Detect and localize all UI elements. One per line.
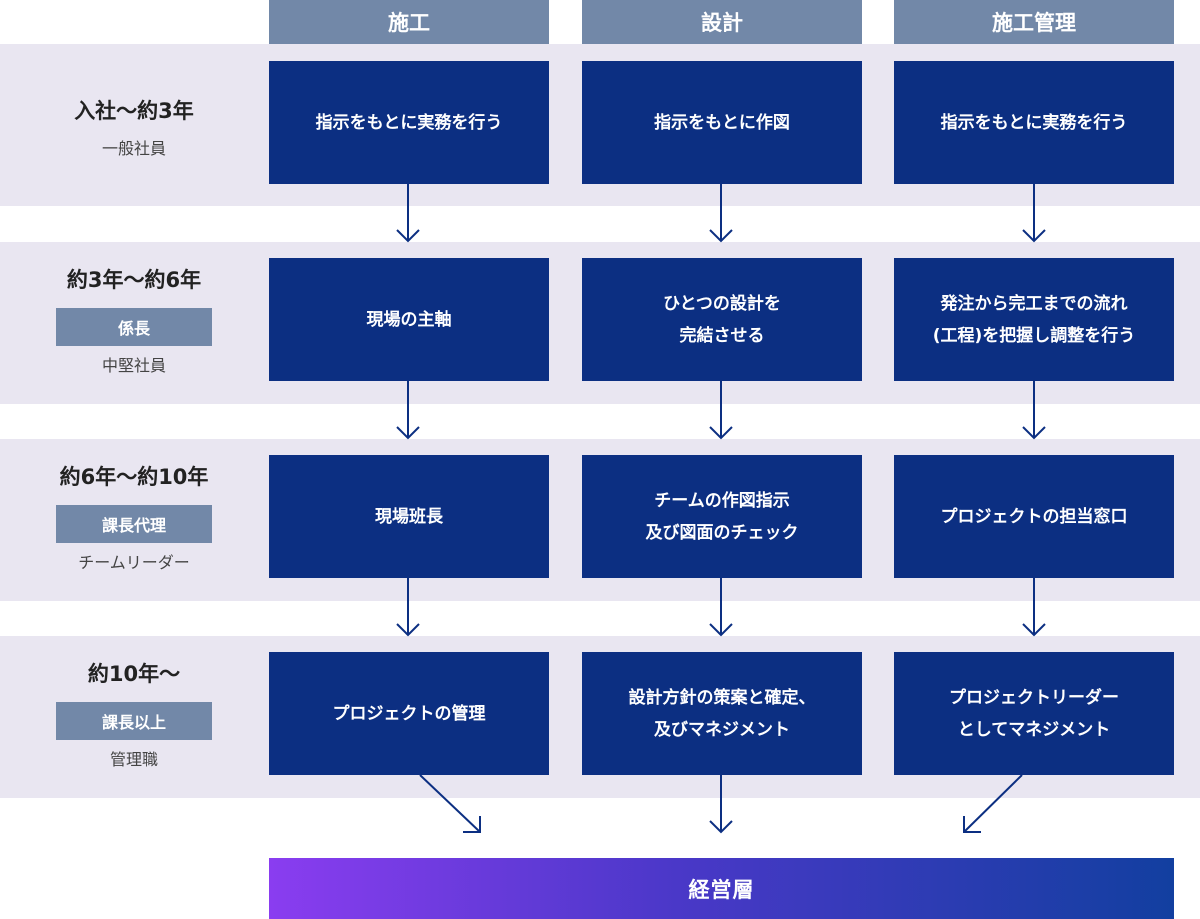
arrow-down-icon bbox=[396, 381, 420, 440]
career-box: 設計方針の策案と確定、 及びマネジメント bbox=[582, 652, 862, 775]
career-box: 指示をもとに作図 bbox=[582, 61, 862, 184]
column-header-design: 設計 bbox=[582, 0, 862, 44]
career-box: プロジェクトリーダー としてマネジメント bbox=[894, 652, 1174, 775]
stage-role: 一般社員 bbox=[101, 139, 166, 158]
stage-role: 中堅社員 bbox=[101, 356, 166, 375]
career-box: 指示をもとに実務を行う bbox=[269, 61, 549, 184]
role-badge: 係長 bbox=[56, 308, 212, 346]
box-text-line: 発注から完工までの流れ bbox=[940, 293, 1128, 314]
box-text-line: ひとつの設計を bbox=[663, 293, 781, 314]
stage-period: 約3年〜約6年 bbox=[66, 268, 202, 292]
stage-label-4: 約10年〜 課長以上 管理職 bbox=[0, 658, 268, 770]
box-text-line: 完結させる bbox=[679, 325, 765, 346]
management-bar: 経営層 bbox=[269, 858, 1174, 919]
career-box: 発注から完工までの流れ (工程)を把握し調整を行う bbox=[894, 258, 1174, 381]
career-box: プロジェクトの担当窓口 bbox=[894, 455, 1174, 578]
arrow-down-icon bbox=[709, 381, 733, 440]
arrow-down-icon bbox=[1022, 381, 1046, 440]
stage-role: 管理職 bbox=[109, 750, 158, 769]
box-text-line: 指示をもとに作図 bbox=[654, 112, 790, 133]
career-box: 指示をもとに実務を行う bbox=[894, 61, 1174, 184]
arrow-down-icon bbox=[709, 184, 733, 243]
box-text-line: プロジェクトの担当窓口 bbox=[940, 506, 1128, 527]
stage-period: 約10年〜 bbox=[87, 662, 181, 686]
career-box: 現場の主軸 bbox=[269, 258, 549, 381]
box-text-line: 指示をもとに実務を行う bbox=[940, 112, 1128, 133]
box-text-line: 設計方針の策案と確定、 bbox=[628, 687, 816, 708]
box-text-line: 現場班長 bbox=[375, 506, 443, 527]
arrow-diagonal-right-icon bbox=[419, 774, 481, 833]
column-header-construction: 施工 bbox=[269, 0, 549, 44]
arrow-down-icon bbox=[396, 184, 420, 243]
box-text-line: 及び図面のチェック bbox=[645, 522, 799, 543]
role-badge: 課長以上 bbox=[56, 702, 212, 740]
stage-label-3: 約6年〜約10年 課長代理 チームリーダー bbox=[0, 461, 268, 573]
box-text-line: としてマネジメント bbox=[957, 719, 1111, 740]
arrow-down-icon bbox=[709, 775, 733, 834]
career-box: プロジェクトの管理 bbox=[269, 652, 549, 775]
box-text-line: 指示をもとに実務を行う bbox=[315, 112, 503, 133]
role-badge: 課長代理 bbox=[56, 505, 212, 543]
arrow-down-icon bbox=[709, 578, 733, 637]
box-text-line: チームの作図指示 bbox=[654, 490, 790, 511]
box-text-line: プロジェクトの管理 bbox=[332, 703, 486, 724]
stage-period: 約6年〜約10年 bbox=[59, 465, 209, 489]
career-box: 現場班長 bbox=[269, 455, 549, 578]
column-header-construction-management: 施工管理 bbox=[894, 0, 1174, 44]
arrow-down-icon bbox=[1022, 578, 1046, 637]
box-text-line: 及びマネジメント bbox=[654, 719, 790, 740]
stage-period: 入社〜約3年 bbox=[74, 99, 194, 123]
arrow-down-icon bbox=[396, 578, 420, 637]
arrow-diagonal-left-icon bbox=[963, 774, 1023, 833]
career-box: ひとつの設計を 完結させる bbox=[582, 258, 862, 381]
box-text-line: (工程)を把握し調整を行う bbox=[932, 325, 1136, 346]
stage-label-2: 約3年〜約6年 係長 中堅社員 bbox=[0, 264, 268, 376]
stage-label-1: 入社〜約3年 一般社員 bbox=[0, 95, 268, 159]
stage-role: チームリーダー bbox=[78, 553, 190, 572]
career-box: チームの作図指示 及び図面のチェック bbox=[582, 455, 862, 578]
box-text-line: プロジェクトリーダー bbox=[949, 687, 1119, 708]
arrow-down-icon bbox=[1022, 184, 1046, 243]
box-text-line: 現場の主軸 bbox=[366, 309, 452, 330]
